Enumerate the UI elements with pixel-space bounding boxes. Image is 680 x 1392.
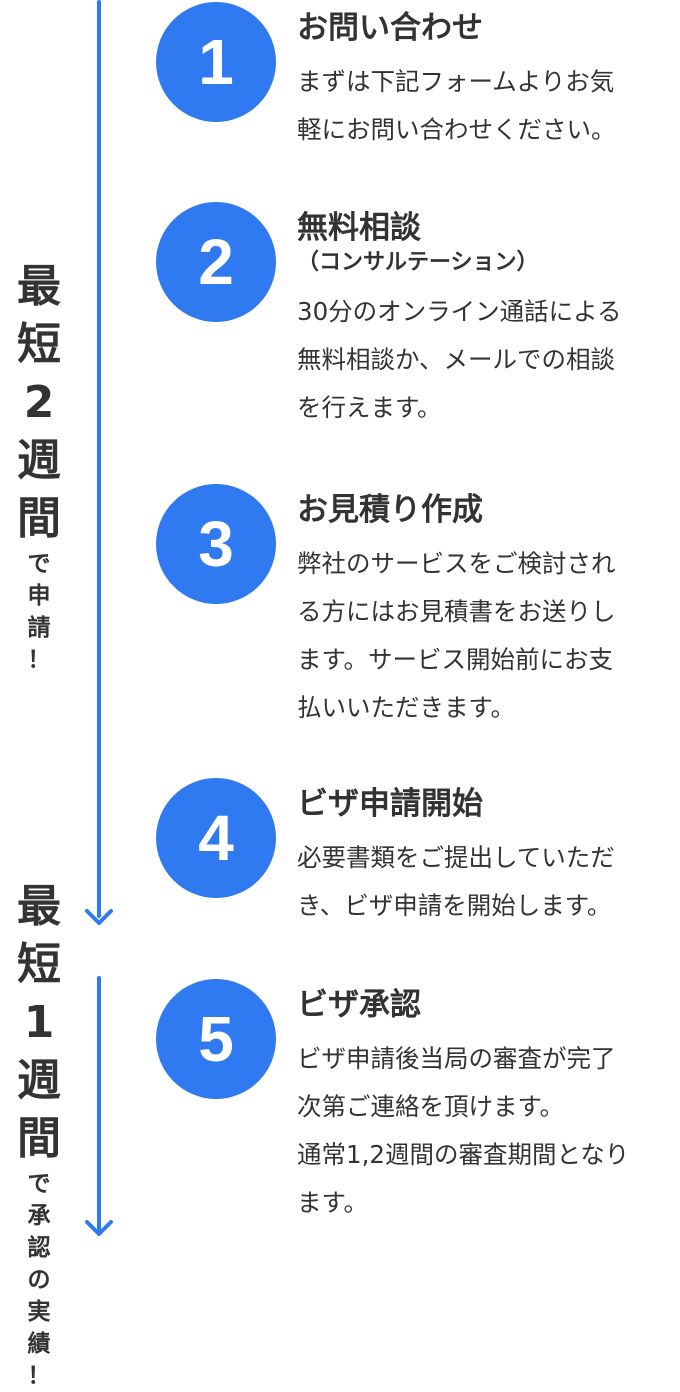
period-char: 2 <box>23 377 55 428</box>
period-label-approval: 最 短 1 週 間 で 承 認 の 実 績 ！ <box>0 878 78 1392</box>
period-char: 短 <box>17 939 61 990</box>
period-char: 最 <box>17 881 61 932</box>
step-description: 30分のオンライン通話による 無料相談か、メールでの相談 を行えます。 <box>297 297 622 422</box>
period-char: 1 <box>23 997 55 1048</box>
period-char: ！ <box>27 1363 51 1389</box>
period-label-application: 最 短 2 週 間 で 申 請 ！ <box>0 258 78 676</box>
period-char: 週 <box>17 435 61 486</box>
step-number-badge: 3 <box>156 484 276 604</box>
timeline-line-lower <box>97 976 101 1234</box>
step-title: お見積り作成 <box>297 492 483 528</box>
timeline-line-upper <box>97 0 101 918</box>
period-char: で <box>27 551 51 577</box>
step-subtitle: （コンサルテーション） <box>297 250 539 275</box>
step-content: ビザ承認 ビザ申請後当局の審査が完了 次第ご連絡を頂けます。 通常1,2週間の審… <box>297 985 672 1227</box>
period-char: 承 <box>27 1203 51 1229</box>
step-description: 弊社のサービスをご検討され る方にはお見積書をお送りし ます。サービス開始前にお… <box>297 549 616 722</box>
step-title: 無料相談 <box>297 210 421 246</box>
period-char: ！ <box>27 647 51 673</box>
period-char: 認 <box>27 1235 51 1261</box>
step-description: 必要書類をご提出していただ き、ビザ申請を開始します。 <box>297 843 615 920</box>
period-char: で <box>27 1171 51 1197</box>
step-description: ビザ申請後当局の審査が完了 次第ご連絡を頂けます。 通常1,2週間の審査期間とな… <box>297 1044 630 1217</box>
period-char: 最 <box>17 261 61 312</box>
step-content: ビザ申請開始 必要書類をご提出していただ き、ビザ申請を開始します。 <box>297 784 672 930</box>
step-title: ビザ承認 <box>297 987 421 1023</box>
step-content: お見積り作成 弊社のサービスをご検討され る方にはお見積書をお送りし ます。サー… <box>297 490 672 732</box>
step-number-badge: 4 <box>156 778 276 898</box>
period-char: 週 <box>17 1055 61 1106</box>
step-number-badge: 2 <box>156 202 276 322</box>
period-char: 短 <box>17 319 61 370</box>
step-description: まずは下記フォームよりお気 軽にお問い合わせください。 <box>297 67 616 144</box>
arrow-down-icon <box>85 909 113 925</box>
arrow-down-icon <box>85 1220 113 1236</box>
period-char: 申 <box>27 583 51 609</box>
step-number-badge: 1 <box>156 2 276 122</box>
step-content: お問い合わせ まずは下記フォームよりお気 軽にお問い合わせください。 <box>297 8 672 154</box>
period-char: 実 <box>27 1299 51 1325</box>
period-char: 間 <box>17 493 61 544</box>
step-title: ビザ申請開始 <box>297 786 483 822</box>
period-char: 間 <box>17 1113 61 1164</box>
period-char: 請 <box>27 615 51 641</box>
period-char: の <box>27 1267 51 1293</box>
step-number-badge: 5 <box>156 979 276 1099</box>
period-char: 績 <box>27 1331 51 1357</box>
step-title: お問い合わせ <box>297 10 483 46</box>
step-content: 無料相談 （コンサルテーション） 30分のオンライン通話による 無料相談か、メー… <box>297 208 672 432</box>
